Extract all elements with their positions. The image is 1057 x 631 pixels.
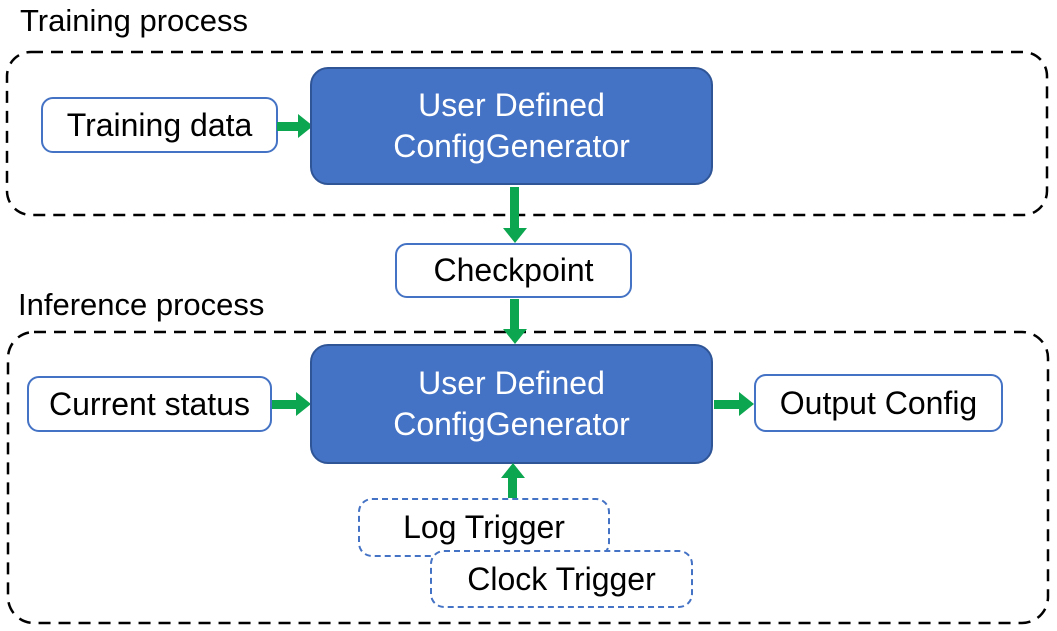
current-status-box: Current status	[27, 376, 272, 432]
log-trigger-box: Log Trigger	[358, 498, 610, 557]
training-generator-line1: User Defined	[418, 87, 605, 123]
training-process-container	[5, 50, 1049, 217]
training-process-title: Training process	[20, 3, 249, 38]
arrow-generator-to-checkpoint	[503, 187, 527, 243]
inference-generator-line1: User Defined	[418, 365, 605, 401]
arrow-generator-to-output-config	[714, 392, 754, 416]
training-generator-line2: ConfigGenerator	[393, 128, 630, 164]
current-status-label: Current status	[49, 385, 250, 422]
arrow-current-status-to-generator	[272, 392, 311, 416]
output-config-label: Output Config	[779, 384, 978, 421]
inference-generator-line2: ConfigGenerator	[393, 406, 630, 442]
output-config-box: Output Config	[754, 374, 1003, 432]
training-generator-box: User Defined ConfigGenerator	[310, 67, 713, 185]
inference-generator-box: User Defined ConfigGenerator	[310, 344, 713, 464]
arrow-checkpoint-to-inference-generator	[503, 299, 527, 344]
inference-process-title: Inference process	[18, 287, 265, 322]
arrow-training-data-to-generator	[277, 114, 313, 138]
arrow-triggers-to-generator	[501, 463, 525, 498]
checkpoint-label: Checkpoint	[433, 252, 594, 288]
log-trigger-label: Log Trigger	[403, 509, 565, 545]
clock-trigger-label: Clock Trigger	[467, 560, 656, 597]
training-data-label: Training data	[66, 106, 253, 143]
inference-process-container	[6, 330, 1050, 625]
training-data-box: Training data	[41, 97, 278, 153]
clock-trigger-box: Clock Trigger	[430, 550, 693, 608]
checkpoint-box: Checkpoint	[395, 243, 632, 298]
